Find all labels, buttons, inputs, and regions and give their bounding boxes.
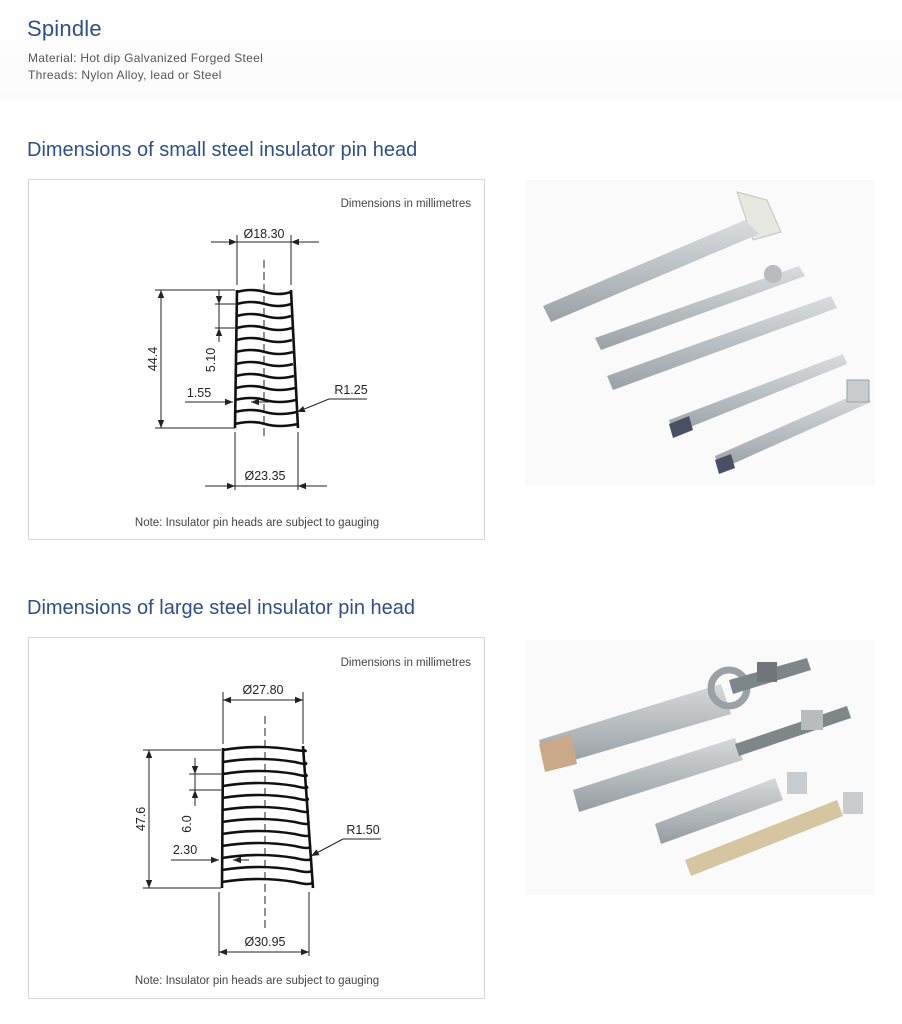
bottom-diameter-label: Ø30.95 — [244, 935, 285, 949]
small-pin-head-diagram: Dimensions in millimetres Ø18.30 — [28, 179, 485, 540]
gauging-note: Note: Insulator pin heads are subject to… — [135, 517, 379, 529]
small-pin-head-drawing: Dimensions in millimetres Ø18.30 — [135, 198, 472, 529]
radius-label: R1.25 — [334, 383, 367, 397]
spindles-image — [539, 658, 863, 876]
pitch-label: 6.0 — [180, 815, 194, 832]
top-diameter-label: Ø18.30 — [243, 227, 284, 241]
gauging-note: Note: Insulator pin heads are subject to… — [135, 975, 379, 987]
section-title-large: Dimensions of large steel insulator pin … — [27, 597, 415, 619]
units-note: Dimensions in millimetres — [341, 657, 472, 669]
large-pin-head-diagram: Dimensions in millimetres Ø27.80 Ø30.95 — [28, 637, 485, 999]
large-pin-head-drawing: Dimensions in millimetres Ø27.80 Ø30.95 — [134, 657, 472, 987]
units-note: Dimensions in millimetres — [341, 198, 472, 210]
height-label: 47.6 — [134, 807, 148, 831]
page-title: Spindle — [27, 16, 102, 41]
material-spec: Material: Hot dip Galvanized Forged Stee… — [28, 51, 264, 65]
threads-spec: Threads: Nylon Alloy, lead or Steel — [28, 68, 222, 82]
header-band — [0, 0, 902, 100]
pitch-label: 5.10 — [204, 348, 218, 372]
spindles-image — [543, 191, 871, 474]
thread-depth-label: 1.55 — [187, 386, 211, 400]
small-spindles-photo — [525, 180, 875, 485]
section-title-small: Dimensions of small steel insulator pin … — [27, 139, 418, 161]
large-spindles-photo — [525, 640, 875, 895]
height-label: 44.4 — [146, 347, 160, 371]
bottom-diameter-label: Ø23.35 — [244, 469, 285, 483]
thread-profile — [220, 745, 315, 889]
thread-profile — [233, 288, 300, 429]
radius-label: R1.50 — [346, 823, 379, 837]
thread-depth-label: 2.30 — [173, 843, 197, 857]
top-diameter-label: Ø27.80 — [242, 683, 283, 697]
